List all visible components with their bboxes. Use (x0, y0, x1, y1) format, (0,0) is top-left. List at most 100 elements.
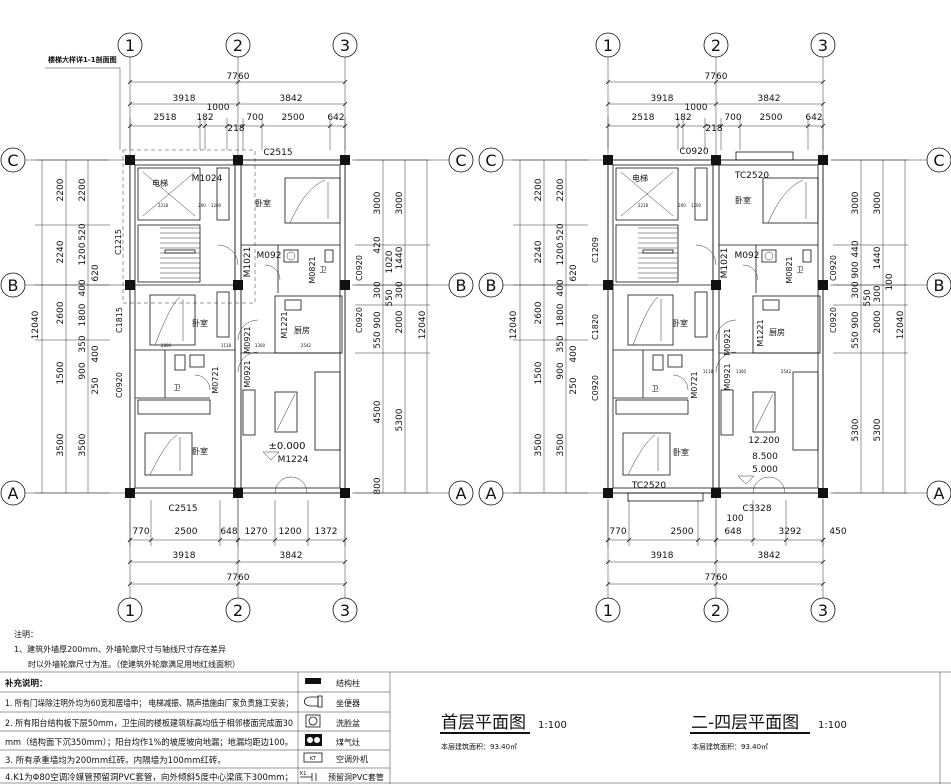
dimension-text: 250 (91, 377, 101, 394)
axis-label: 3 (818, 36, 828, 55)
dimension-text: 3000 (851, 191, 861, 214)
elevation-marker-icon (262, 451, 280, 461)
coffee-table (752, 391, 776, 433)
elevator-shaft (615, 167, 679, 221)
room-label-kitchen: 厨房 (769, 327, 785, 337)
axis-bubble (332, 32, 358, 58)
dimension-text: 3500 (56, 433, 66, 456)
room-label-bedroom: 卧室 (735, 195, 751, 205)
dimension-text: 5300 (873, 418, 883, 441)
small-dimension: 2542 (301, 343, 312, 348)
stair-handrail (642, 249, 674, 254)
dimension-text: 1020 (385, 250, 395, 273)
interior-wall (712, 164, 720, 489)
room-label-kitchen: 厨房 (294, 325, 310, 335)
title-block: 首层平面图 1:100 本层建筑面积：93.40㎡ 二-四层平面图 1:100 … (440, 713, 847, 751)
structural-column-icon (818, 280, 828, 290)
plan-title: 首层平面图 (441, 713, 526, 733)
dimension-text: 5300 (851, 418, 861, 441)
axis-bubble (810, 32, 836, 58)
window-tag: C2515 (263, 148, 292, 158)
bed (622, 432, 671, 476)
dimension-text: 7760 (705, 72, 728, 82)
room-label-bathroom: 卫 (320, 266, 327, 274)
toilet-icon (652, 354, 664, 371)
dimension-tick (127, 537, 133, 543)
dimension-text: 300 (873, 285, 883, 302)
bed-blanket (627, 434, 656, 476)
wardrobe (216, 291, 230, 338)
legend-label: 预留洞PVC套管 (328, 772, 384, 782)
small-dimension: 1300 (255, 343, 266, 348)
supplement-row: mm（结构面下沉350mm）；阳台均作1%的坡度坡向地漏；地漏均距边100。 (5, 737, 293, 748)
axis-bubble (117, 32, 143, 58)
dimension-text: 770 (132, 527, 149, 537)
structural-column-icon (233, 280, 243, 290)
structural-column-icon (125, 155, 135, 165)
dimension-text: 770 (609, 527, 626, 537)
axis-label: A (934, 484, 945, 503)
sofa (314, 371, 341, 451)
dimension-text: 2000 (873, 310, 883, 333)
bed (762, 177, 819, 224)
axis-bubble (703, 32, 729, 58)
axis-label: 3 (818, 601, 828, 620)
legend: 结构柱 坐便器 洗脸盆 煤气灶 KT 空调外机 K1 预留洞PVC套管 (300, 678, 384, 782)
dimension-tick (737, 123, 743, 129)
door-swing (217, 244, 239, 266)
axis-label: 1 (125, 36, 135, 55)
dimension-tick (342, 123, 348, 129)
dimension-tick (605, 101, 611, 107)
axis-label: B (934, 276, 945, 295)
dimension-text: 520 (556, 223, 566, 240)
gas-stove-icon (305, 734, 322, 746)
axis-label: B (486, 276, 497, 295)
dimension-text: 182 (196, 113, 213, 123)
interior-wall (234, 164, 242, 489)
dimension-text: 100 (885, 273, 895, 290)
structural-column-icon (711, 155, 721, 165)
axis-bubble (478, 480, 504, 506)
toilet-icon (802, 249, 812, 263)
window-tag: C1815 (115, 307, 124, 333)
axis-label: A (8, 484, 19, 503)
axis-bubble (0, 272, 26, 298)
legend-label: 结构柱 (336, 678, 360, 688)
legend-label: 煤气灶 (336, 737, 360, 747)
dimension-text: 12040 (31, 310, 41, 339)
notes-line: 时以外墙轮廓尺寸为准。（使建筑外轮廓满足用地红线面积） (28, 659, 240, 669)
door-tag: M0921 (723, 363, 732, 390)
axis-bubble (225, 32, 251, 58)
dimension-text: 300 (851, 281, 861, 298)
dimension-text: 1200 (78, 242, 88, 265)
door-swing (742, 264, 759, 281)
dimension-text: 550 (851, 331, 861, 348)
washbasin-icon (667, 354, 683, 368)
dimension-tick (197, 123, 203, 129)
axis-bubble (448, 147, 474, 173)
bed-blanket (767, 179, 804, 224)
supplement-row: 3. 所有承重墙均为200mm红砖。内隔墙为100mm红砖。 (5, 755, 226, 766)
dimension-text: 2240 (534, 240, 544, 263)
room-label-bedroom: 卧室 (255, 198, 271, 208)
dimension-text: 2518 (632, 113, 655, 123)
dimension-tick (259, 123, 265, 129)
dimension-tick (235, 581, 241, 587)
room-label-bathroom: 卫 (652, 385, 659, 393)
stair-detail-note: 楼梯大样详1-1剖面图 (48, 55, 117, 64)
dimension-tick (127, 581, 133, 587)
dimension-tick (240, 123, 246, 129)
dimension-text: 550 (863, 289, 873, 306)
elevator-cross (620, 171, 674, 217)
dimension-text: 450 (829, 527, 846, 537)
door-swing (237, 351, 259, 373)
dimension-text: 620 (569, 264, 579, 281)
door-tag: M1224 (278, 455, 309, 465)
dimension-text: 3000 (373, 191, 383, 214)
axis-bubble (332, 597, 358, 623)
dimension-tick (820, 123, 826, 129)
dimension-tick (305, 537, 311, 543)
window-tag: C0920 (591, 375, 600, 401)
dimension-text: 900 (851, 261, 861, 278)
